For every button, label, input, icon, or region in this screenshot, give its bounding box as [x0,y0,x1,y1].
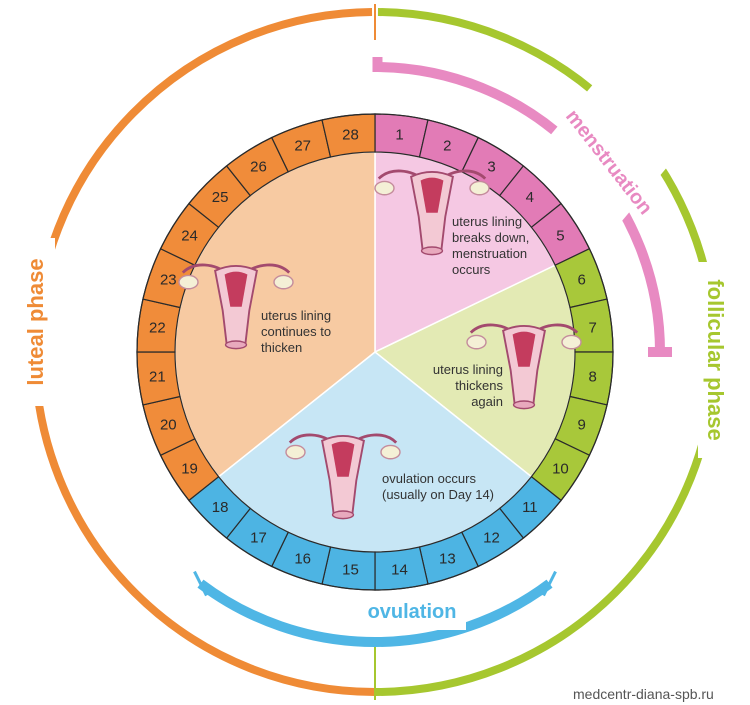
day-number: 24 [181,227,198,244]
day-number: 11 [522,499,538,516]
day-number: 12 [483,529,500,546]
ovulation-bracket-end [193,570,208,597]
day-number: 3 [487,159,495,176]
day-ring-labels: 1234567891011121314151617181920212223242… [149,126,597,578]
follicular-label-bg [698,262,738,458]
day-number: 8 [588,369,596,386]
day-number: 21 [149,369,166,386]
day-number: 28 [342,126,359,143]
ovulation-bracket [197,579,553,647]
menstruation-label-bg [528,84,678,232]
day-number: 17 [250,529,267,546]
day-number: 16 [294,551,311,568]
day-number: 4 [526,189,534,206]
day-number: 6 [578,272,586,289]
day-number: 5 [556,227,564,244]
day-number: 25 [212,189,229,206]
ovulation-label-bg [352,594,466,630]
ring-outer-rim [136,113,614,591]
watermark: medcentr-diana-spb.ru [573,686,714,702]
day-number: 26 [250,159,267,176]
day-number: 1 [395,126,403,143]
day-number: 23 [160,272,177,289]
ovulation-bracket-end [542,570,557,597]
day-number: 27 [294,137,311,154]
uterus-illustration [285,433,401,520]
uterus-illustration [466,323,582,410]
day-number: 7 [588,319,596,336]
day-number: 19 [181,461,198,478]
day-number: 22 [149,319,166,336]
day-number: 20 [160,416,177,433]
day-number: 13 [439,551,456,568]
day-ring [136,113,614,591]
luteal-phase-label: luteal phase [23,258,48,385]
day-number: 9 [578,416,586,433]
follicular-phase-label: follicular phase [703,279,728,440]
uterus-illustration [374,169,490,256]
day-number: 10 [552,461,569,478]
day-number: 2 [443,137,451,154]
day-number: 14 [391,562,408,579]
day-number: 15 [342,562,359,579]
ovulation-label: ovulation [368,601,457,623]
day-number: 18 [212,499,229,516]
uterus-illustration [178,263,294,350]
ovulation-description: ovulation occurs(usually on Day 14) [382,471,494,502]
luteal-label-bg [15,238,55,406]
uterus-illustrations [178,169,582,520]
